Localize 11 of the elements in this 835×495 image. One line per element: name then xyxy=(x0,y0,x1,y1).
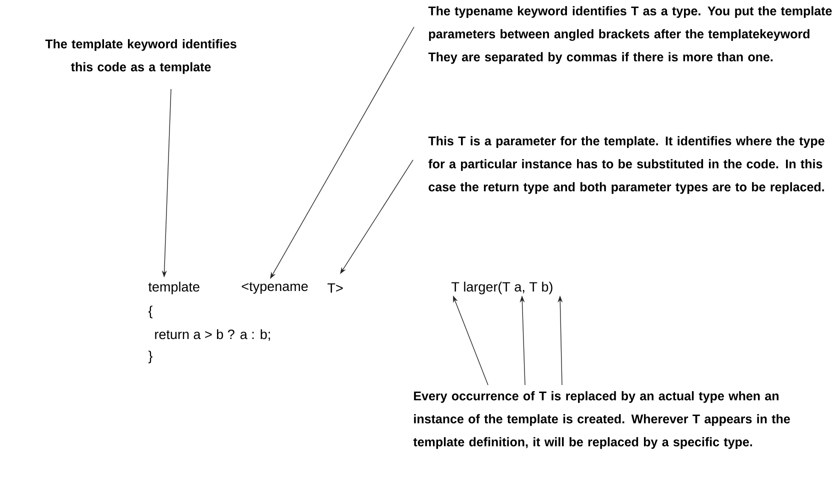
code-text: return a > b ? a : b; xyxy=(155,329,270,341)
code-text: T larger(T a, T b) xyxy=(452,282,552,294)
code-text: <typename xyxy=(242,282,308,294)
annotation-text: This T is a parameter for the template. It identifies where the type for a particular instance has to be substituted in the code. In this case the return type and both parameter types are to be replaced. xyxy=(428,136,824,194)
code-text: } xyxy=(148,350,152,364)
annotation-text: The typename keyword identifies T as a type. You put the template parameters between angled brackets after the templatekeyword They are separated by commas if there is more than one. xyxy=(428,6,832,64)
code-text: T> xyxy=(328,283,343,293)
code-text: { xyxy=(148,306,152,318)
annotation-text: The template keyword identifies this code as a template xyxy=(45,39,236,74)
annotation-text: Every occurrence of T is replaced by an actual type when an instance of the template is created. Wherever T appears in the template definition, it will be replaced by a specific type. xyxy=(413,391,790,449)
code-text: template xyxy=(148,282,200,294)
